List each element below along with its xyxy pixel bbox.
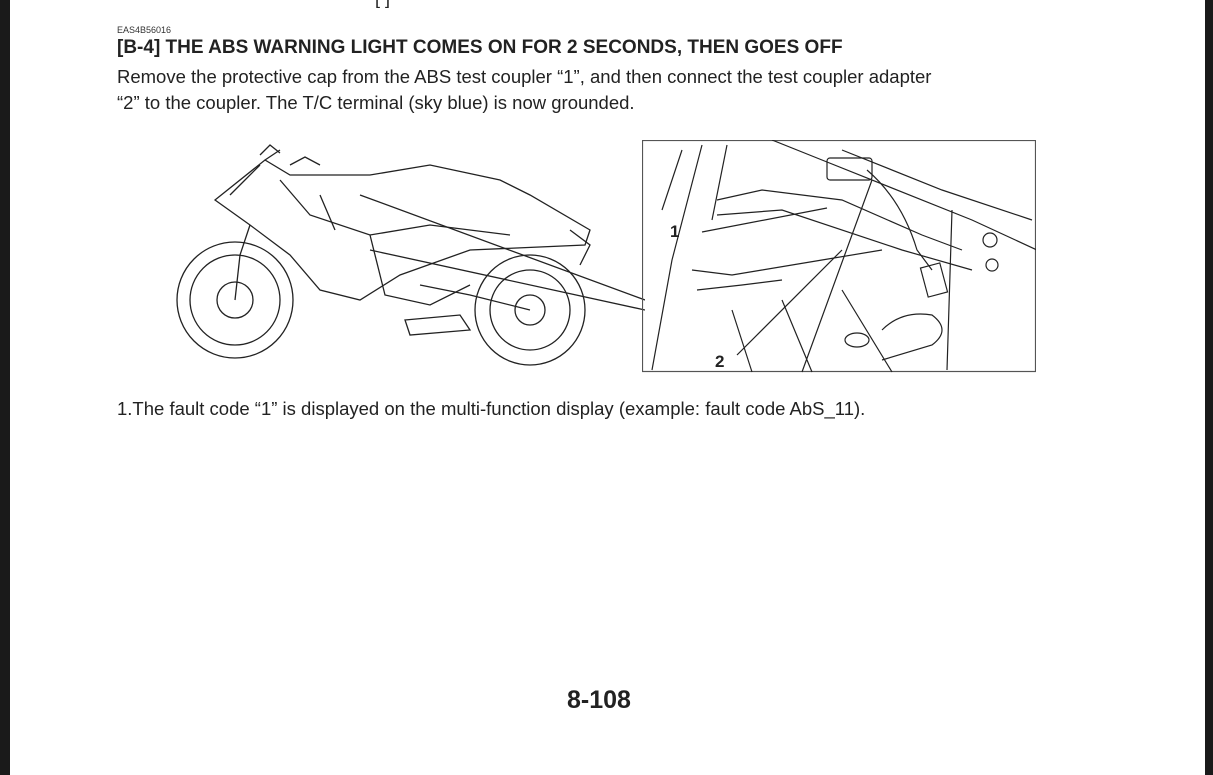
figure-caption: 1.The fault code “1” is displayed on the… (117, 398, 866, 419)
section-code: EAS4B56016 (117, 25, 172, 35)
callout-2: 2 (715, 352, 725, 371)
page-number: 8-108 (567, 686, 631, 714)
manual-page: [ ] EAS4B56016 [B-4] THE ABS WARNING LIG… (10, 0, 1205, 775)
previous-section-fragment: [ ] (375, 0, 390, 9)
body-text-line: “2” to the coupler. The T/C terminal (sk… (117, 92, 635, 113)
callout-1: 1 (670, 222, 680, 241)
section-heading: [B-4] THE ABS WARNING LIGHT COMES ON FOR… (117, 37, 843, 58)
coupler-detail-illustration (642, 140, 1036, 373)
motorcycle-illustration (176, 144, 645, 366)
body-text-line: Remove the protective cap from the ABS t… (117, 66, 932, 87)
